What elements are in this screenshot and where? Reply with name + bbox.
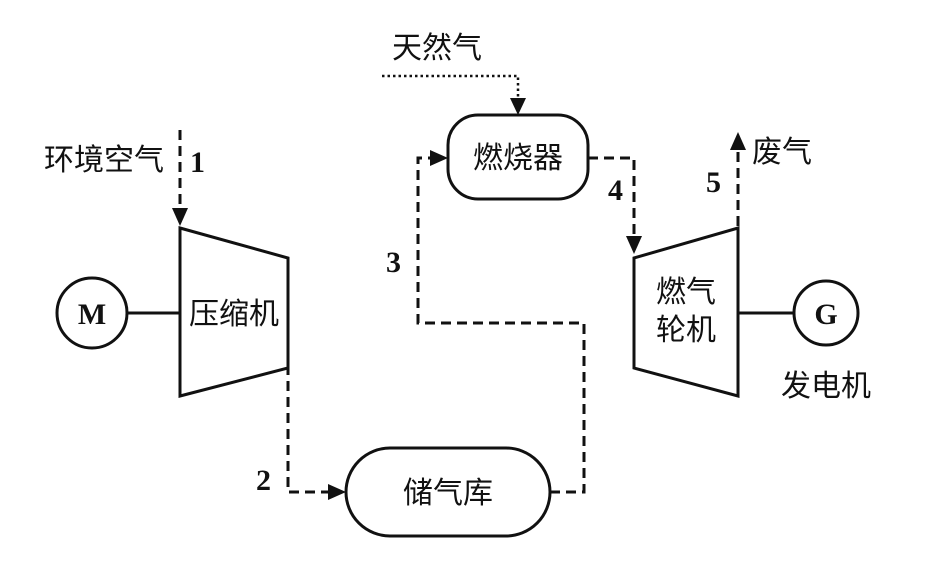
combustor-label: 燃烧器	[473, 141, 563, 176]
station-4-label: 4	[608, 174, 623, 207]
generator-label: 发电机	[781, 369, 871, 404]
exhaust-label: 废气	[752, 135, 812, 170]
natural-gas-line	[382, 74, 520, 100]
compressor-label: 压缩机	[189, 297, 279, 332]
turbine-inflow-arrowhead	[626, 236, 642, 254]
generator-symbol: G	[814, 298, 837, 331]
storage-to-combustor-line	[416, 156, 586, 494]
exhaust-arrowhead	[730, 132, 746, 150]
air-inflow-arrowhead	[172, 208, 188, 226]
ambient-air-label: 环境空气	[44, 143, 164, 178]
combustor-inflow-arrowhead	[430, 150, 448, 166]
turbine-label-line1: 燃气	[656, 275, 716, 310]
natural-gas-arrowhead	[510, 98, 526, 115]
natural-gas-label: 天然气	[392, 31, 482, 66]
station-5-label: 5	[706, 166, 721, 199]
generator-circle	[792, 279, 860, 347]
turbine-label-line2: 轮机	[656, 313, 716, 348]
turbine-shape	[632, 226, 740, 398]
station-2-label: 2	[256, 464, 271, 497]
storage-inflow-arrowhead	[328, 484, 346, 500]
storage-label: 储气库	[403, 476, 493, 511]
motor-symbol: M	[78, 298, 106, 331]
compressor-to-storage-line	[286, 365, 330, 494]
station-3-label: 3	[386, 246, 401, 279]
station-1-label: 1	[190, 146, 205, 179]
combustor-to-turbine-line	[588, 156, 636, 238]
